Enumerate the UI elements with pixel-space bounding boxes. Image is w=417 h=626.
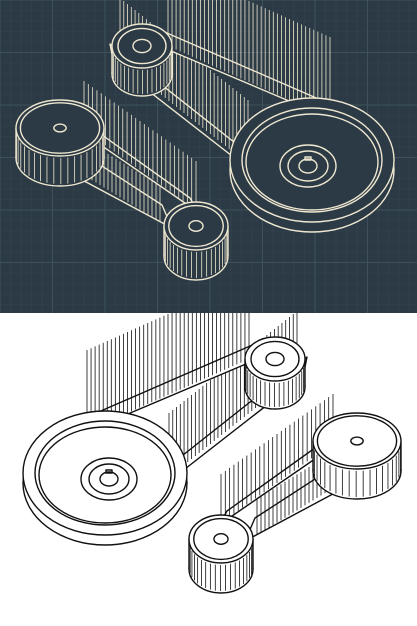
belt-drive-assembly [22,313,402,594]
blueprint-svg [0,0,417,313]
pulley-face [244,336,306,382]
pulley-face [15,99,105,157]
pulley-bore [213,533,229,545]
pulley-keyway [304,156,312,161]
line-drawing-panel [0,313,417,626]
pulley-face [312,412,402,470]
pulley-left-small [163,201,229,281]
belt-right-upper-teeth [167,0,331,118]
pulley-face-ring [316,415,398,467]
pulley-face-ring [34,420,176,526]
pulley-right-large [22,410,188,546]
pulley-right-small [244,336,306,410]
pulley-face-ring [19,102,101,154]
pulley-bore [298,158,318,174]
pulley-face-ring [241,107,383,213]
pulley-face [111,23,173,69]
pulley-hub-ring [287,150,329,182]
line-drawing-svg [0,313,417,626]
pulley-face-ring [193,517,249,561]
pulley-bore [53,123,67,133]
pulley-face-ring [245,113,379,211]
pulley-bore [350,436,364,446]
pulley-face-ring [38,426,172,524]
pulley-left-small [188,514,254,594]
pulley-bore [132,38,152,54]
pulley-right-small [111,23,173,97]
blueprint-panel [0,0,417,313]
belt-drive-assembly [15,0,395,281]
pulley-left-large [312,412,402,500]
pulley-hub [80,457,138,501]
pulley-bore [188,220,204,232]
pulley-face-ring [250,340,300,378]
pulley-hub-ring [88,463,130,495]
pulley-right-large [229,97,395,233]
pulley-face-ring [168,204,224,248]
pulley-left-large [15,99,105,187]
pulley-bore [265,351,285,367]
pulley-face [188,514,254,564]
pulley-hub [279,144,337,188]
pulley-face-ring [117,27,167,65]
pulley-face [163,201,229,251]
pulley-keyway [105,469,113,474]
pulley-bore [99,471,119,487]
